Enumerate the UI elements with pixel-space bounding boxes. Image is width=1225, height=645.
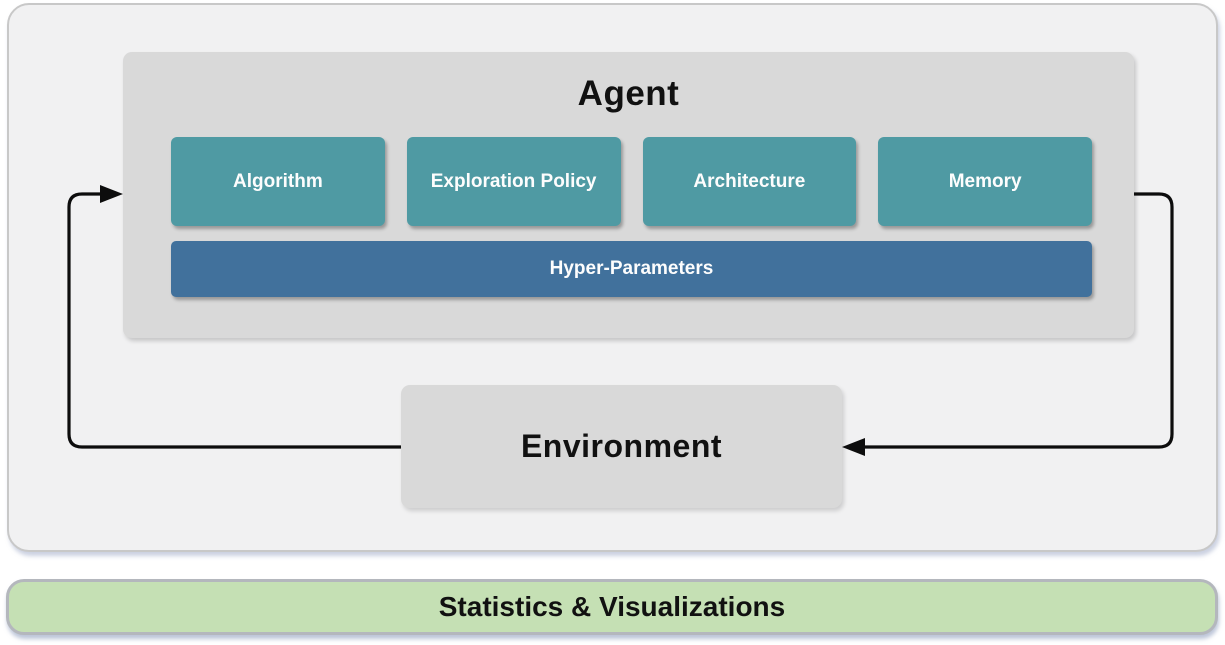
environment-box: Environment xyxy=(401,385,842,508)
module-exploration-policy-label: Exploration Policy xyxy=(430,170,597,192)
statistics-visualizations-bar: Statistics & Visualizations xyxy=(6,579,1218,635)
hyper-parameters-label: Hyper-Parameters xyxy=(549,258,714,279)
hyper-parameters-bar: Hyper-Parameters xyxy=(171,241,1092,297)
module-architecture-label: Architecture xyxy=(693,170,806,192)
agent-title: Agent xyxy=(577,74,680,113)
module-algorithm: Algorithm xyxy=(171,137,385,226)
module-algorithm-label: Algorithm xyxy=(233,170,323,192)
module-memory-label: Memory xyxy=(948,170,1022,192)
environment-title: Environment xyxy=(520,428,723,464)
agent-modules-row: Algorithm Exploration Policy Architectur… xyxy=(171,137,1092,226)
module-exploration-policy: Exploration Policy xyxy=(406,137,621,226)
statistics-visualizations-label: Statistics & Visualizations xyxy=(438,591,786,622)
agent-box: Agent Algorithm Exploration Policy Archi… xyxy=(123,52,1134,338)
module-memory: Memory xyxy=(878,137,1092,226)
module-architecture: Architecture xyxy=(642,137,857,226)
